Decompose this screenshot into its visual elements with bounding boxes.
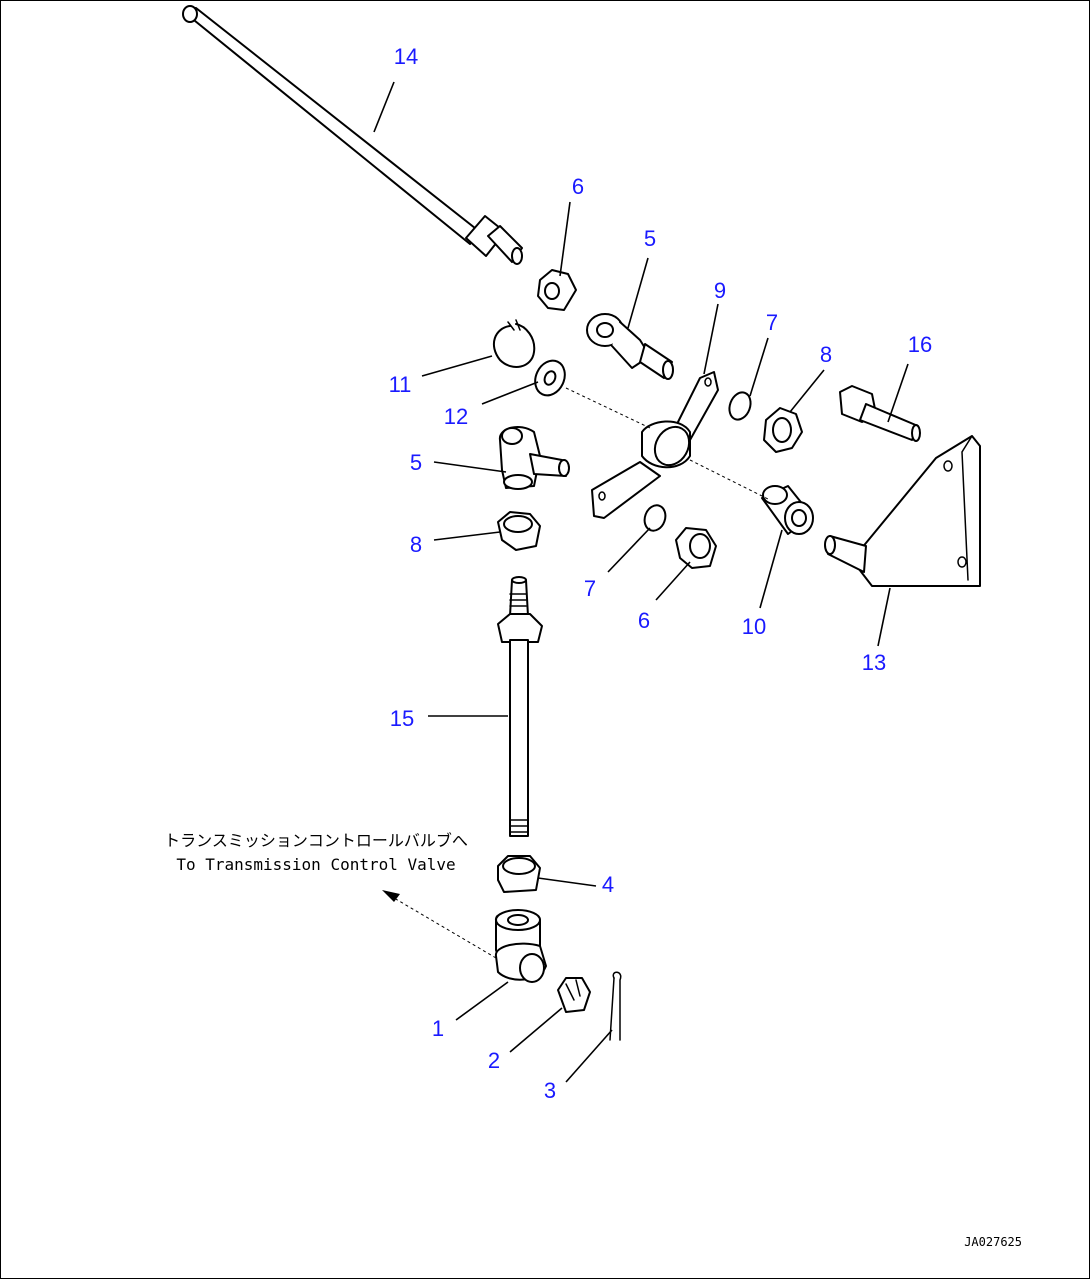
callout-15: 15 xyxy=(390,706,414,731)
callout-5-lower: 5 xyxy=(410,450,422,475)
part-6-nut-lower xyxy=(675,527,717,569)
part-11-snap-ring xyxy=(492,319,536,368)
callout-16: 16 xyxy=(908,332,932,357)
callout-10: 10 xyxy=(742,614,766,639)
callout-9: 9 xyxy=(714,278,726,303)
callout-3: 3 xyxy=(544,1078,556,1103)
note-english: To Transmission Control Valve xyxy=(176,855,455,874)
part-8-nut-lower xyxy=(497,511,541,551)
callout-13: 13 xyxy=(862,650,886,675)
leader-lines xyxy=(373,81,909,1083)
part-15-rod xyxy=(497,576,543,837)
direction-arrow xyxy=(382,890,400,902)
part-16-bolt xyxy=(839,385,921,442)
callout-11: 11 xyxy=(389,372,412,397)
part-13-bracket xyxy=(824,435,981,587)
part-12-washer xyxy=(534,359,566,397)
callout-2: 2 xyxy=(488,1048,500,1073)
part-2-castle-nut xyxy=(557,977,591,1013)
drawing-id: JA027625 xyxy=(964,1235,1022,1249)
part-3-cotter-pin xyxy=(609,971,622,1041)
callout-7-upper: 7 xyxy=(766,310,778,335)
callout-6-upper: 6 xyxy=(572,174,584,199)
callout-labels: 14 6 5 9 7 8 16 11 12 5 8 7 6 10 13 15 4… xyxy=(389,44,933,1103)
callout-7-lower: 7 xyxy=(584,576,596,601)
callout-5-upper: 5 xyxy=(644,226,656,251)
destination-note: トランスミッションコントロールバルブへ To Transmission Cont… xyxy=(164,831,468,874)
part-14-rod xyxy=(182,5,523,265)
note-japanese: トランスミッションコントロールバルブへ xyxy=(164,831,468,850)
callout-8-upper: 8 xyxy=(820,342,832,367)
assembly-lines xyxy=(393,387,771,959)
part-7-washer-upper xyxy=(728,391,752,421)
part-5-elbow-lower xyxy=(498,425,570,490)
callout-4: 4 xyxy=(602,872,614,897)
part-4-nut xyxy=(497,855,541,893)
part-8-nut-upper xyxy=(763,407,803,453)
part-5-elbow-upper xyxy=(586,313,674,380)
callout-1: 1 xyxy=(432,1016,444,1041)
part-9-lever xyxy=(591,371,719,519)
part-10-bushing xyxy=(761,485,814,535)
callout-12: 12 xyxy=(444,404,468,429)
part-1-elbow xyxy=(495,909,547,983)
part-7-washer-lower xyxy=(643,504,667,532)
callout-8-lower: 8 xyxy=(410,532,422,557)
callout-14: 14 xyxy=(394,44,418,69)
part-6-nut-upper xyxy=(537,269,577,311)
callout-6-lower: 6 xyxy=(638,608,650,633)
